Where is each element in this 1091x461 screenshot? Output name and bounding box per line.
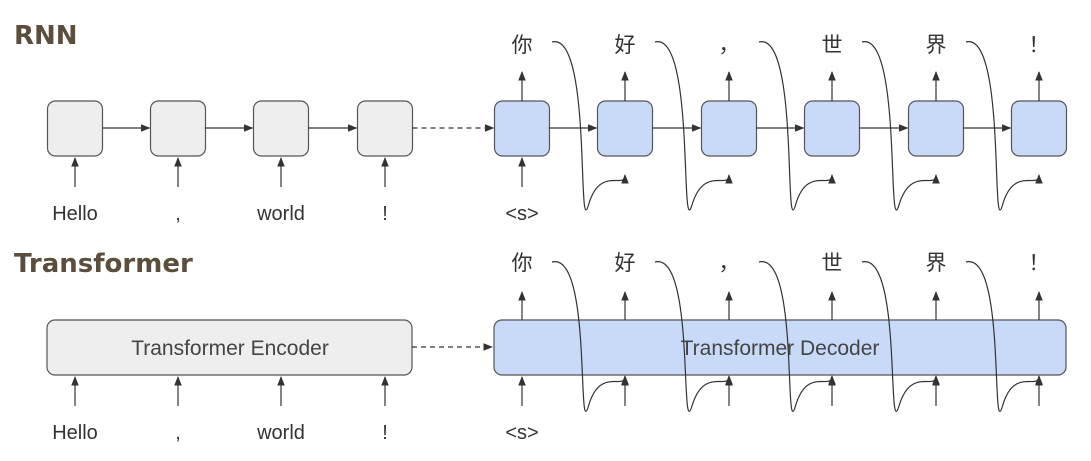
transformer-feedback-loop <box>965 261 1043 412</box>
transformer-encoder-token: , <box>175 422 181 444</box>
transformer-encoder-label: Transformer Encoder <box>131 337 329 360</box>
rnn-encoder-token: world <box>256 203 305 225</box>
transformer-decoder-start-token: <s> <box>505 422 538 444</box>
rnn-layer: Hello, world! 你 好 ， 世 界 ！ <s> <box>46 33 1068 225</box>
transformer-decoder-output-token: 你 <box>512 251 533 275</box>
transformer-feedback-loop <box>861 261 940 412</box>
rnn-decoder-output-token: ！ <box>1029 33 1050 57</box>
rnn-decoder-cell <box>596 100 654 157</box>
rnn-feedback-loop <box>551 41 629 211</box>
transformer-decoder-label: Transformer Decoder <box>681 337 880 360</box>
transformer-decoder-output-token: 界 <box>926 251 947 275</box>
transformer-encoder-token: ! <box>382 422 388 444</box>
rnn-decoder-cell <box>1010 100 1068 157</box>
rnn-encoder-cell <box>252 100 310 157</box>
rnn-feedback-loop <box>965 41 1043 211</box>
rnn-decoder-cell <box>493 100 551 157</box>
rnn-encoder-cell <box>149 100 207 157</box>
transformer-decoder-output-token: ！ <box>1029 251 1050 275</box>
rnn-encoder-token: Hello <box>52 203 98 225</box>
transformer-feedback-loop <box>551 261 629 412</box>
rnn-encoder-token: ! <box>382 203 388 225</box>
transformer-feedback-loop <box>758 261 836 412</box>
rnn-decoder-output-token: 世 <box>822 33 843 57</box>
rnn-decoder-cell <box>803 100 861 157</box>
rnn-feedback-loop <box>654 41 733 211</box>
rnn-feedback-loop <box>861 41 940 211</box>
rnn-section-title: RNN <box>14 21 78 51</box>
transformer-encoder-token: world <box>256 422 305 444</box>
transformer-feedback-loop <box>654 261 733 412</box>
rnn-encoder-token: , <box>175 203 181 225</box>
rnn-decoder-cell <box>700 100 758 157</box>
transformer-decoder-output-token: 好 <box>615 251 636 275</box>
transformer-decoder-output-token: ， <box>719 251 740 275</box>
rnn-encoder-cell <box>356 100 414 157</box>
transformer-decoder-output-token: 世 <box>822 251 843 275</box>
rnn-decoder-output-token: 界 <box>926 33 947 57</box>
rnn-decoder-cell <box>907 100 965 157</box>
transformer-encoder-token: Hello <box>52 422 98 444</box>
rnn-encoder-cell <box>46 100 104 157</box>
rnn-decoder-start-token: <s> <box>505 203 538 225</box>
transformer-decoder-box <box>493 319 1067 376</box>
rnn-decoder-output-token: 你 <box>512 33 533 57</box>
rnn-decoder-output-token: ， <box>719 33 740 57</box>
rnn-decoder-output-token: 好 <box>615 33 636 57</box>
rnn-feedback-loop <box>758 41 836 211</box>
transformer-section-title: Transformer <box>14 249 193 279</box>
